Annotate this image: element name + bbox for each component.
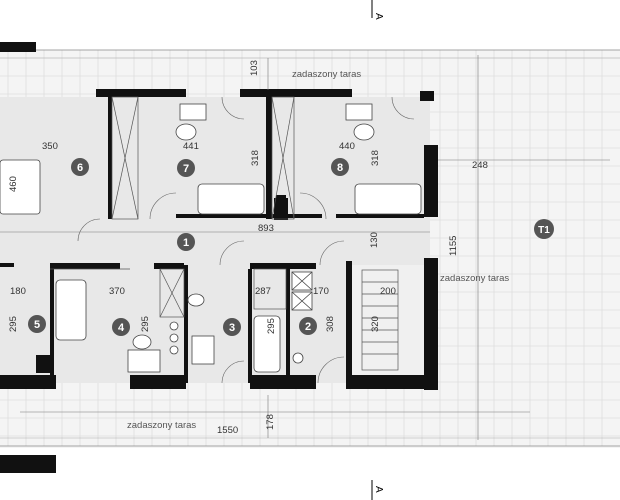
toilet-7 xyxy=(175,123,197,141)
dim-room-2-depth: 308 xyxy=(325,316,336,332)
dim-room-3-depth: 295 xyxy=(266,318,277,334)
dim-total-width: 1550 xyxy=(217,425,238,436)
dim-top-depth: 103 xyxy=(249,60,260,76)
section-marker-top: A xyxy=(373,13,384,20)
furniture xyxy=(0,103,422,373)
bed-6 xyxy=(0,159,41,215)
terrace-label-bottom: zadaszony taras xyxy=(127,420,196,431)
dim-stair-depth: 320 xyxy=(370,316,381,332)
room-badge-3[interactable]: 3 xyxy=(223,318,241,336)
dim-room-6-depth: 460 xyxy=(8,176,19,192)
room-badge-4[interactable]: 4 xyxy=(112,318,130,336)
dim-terrace-depth: 1155 xyxy=(448,236,459,256)
svg-text:5: 5 xyxy=(34,319,40,331)
dim-room-2-width: 170 xyxy=(313,286,329,297)
dimension-lines xyxy=(0,55,610,440)
dim-terrace-width: 248 xyxy=(472,160,488,171)
dim-bottom-depth: 178 xyxy=(265,414,276,430)
wc-8 xyxy=(345,103,373,121)
terrace-label-right: zadaszony taras xyxy=(440,273,509,284)
dim-room-6-width: 350 xyxy=(42,141,58,152)
dim-stair-gap: 130 xyxy=(369,232,380,248)
room-badge-5[interactable]: 5 xyxy=(28,315,46,333)
walls xyxy=(0,89,438,390)
toilet-8 xyxy=(353,123,375,141)
bathtub-7 xyxy=(197,183,265,215)
desk-4 xyxy=(127,349,161,373)
svg-text:2: 2 xyxy=(305,321,311,333)
dim-room-5-depth: 295 xyxy=(8,316,19,332)
bathtub-3 xyxy=(253,315,281,373)
svg-text:7: 7 xyxy=(183,163,189,175)
dim-room-8-width: 440 xyxy=(339,141,355,152)
edge-bar-top xyxy=(0,42,36,52)
room-fills xyxy=(0,97,432,383)
bed-4 xyxy=(55,279,87,341)
room-badge-1[interactable]: 1 xyxy=(177,233,195,251)
room-badge-8[interactable]: 8 xyxy=(331,158,349,176)
room-outlines xyxy=(50,96,399,371)
dim-room-4-depth: 295 xyxy=(140,316,151,332)
doors xyxy=(77,96,415,384)
room-badge-7[interactable]: 7 xyxy=(177,159,195,177)
room-badge-6[interactable]: 6 xyxy=(71,158,89,176)
svg-text:T1: T1 xyxy=(538,225,550,236)
dim-room-8-depth: 318 xyxy=(370,150,381,166)
svg-text:3: 3 xyxy=(229,322,235,334)
dim-room-3-width: 287 xyxy=(255,286,271,297)
sink-3 xyxy=(191,335,215,365)
section-marker-bottom: A xyxy=(373,486,384,493)
room-badge-2[interactable]: 2 xyxy=(299,317,317,335)
dim-room-5-width: 180 xyxy=(10,286,26,297)
dim-room-4-width: 370 xyxy=(109,286,125,297)
svg-text:1: 1 xyxy=(183,237,189,249)
wc-7 xyxy=(179,103,207,121)
svg-text:4: 4 xyxy=(118,322,125,334)
terrace-label-top: zadaszony taras xyxy=(292,69,361,80)
bathtub-8 xyxy=(354,183,422,215)
dim-room-7-depth: 318 xyxy=(250,150,261,166)
room-badge-T1[interactable]: T1 xyxy=(534,219,554,239)
dim-corridor-width: 893 xyxy=(258,223,274,234)
dim-room-7-width: 441 xyxy=(183,141,199,152)
edge-bar-bottom xyxy=(0,455,56,473)
svg-text:6: 6 xyxy=(77,162,83,174)
svg-text:8: 8 xyxy=(337,162,343,174)
dim-stair-width: 200 xyxy=(380,286,396,297)
